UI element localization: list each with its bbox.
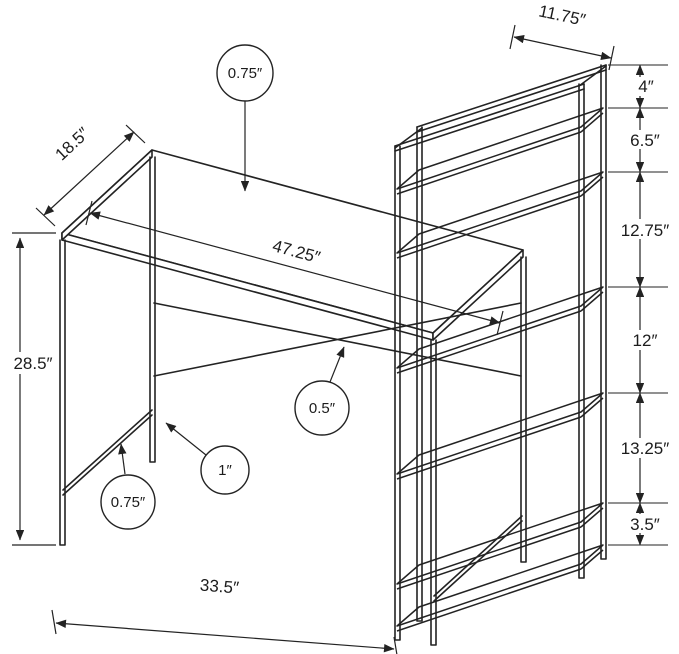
shelf-depth-label: 11.75″ bbox=[537, 1, 587, 29]
shelf-spacing-3-label: 12″ bbox=[633, 331, 658, 350]
callout-circle bbox=[294, 380, 350, 436]
callout-leg-width: 1″ bbox=[165, 422, 250, 495]
shelf-spacing-2-label: 12.75″ bbox=[621, 221, 670, 240]
shelf-board bbox=[396, 107, 604, 195]
callout-leg-thickness: 0.75″ bbox=[100, 443, 156, 530]
leg-thickness-label: 0.75″ bbox=[111, 494, 146, 511]
shelf-spacing-0-label: 4″ bbox=[638, 77, 653, 96]
shelf-spacing-4-label: 13.25″ bbox=[621, 439, 670, 458]
callout-circle bbox=[100, 474, 156, 530]
shelf-board bbox=[396, 286, 604, 374]
dim-shelf-depth: 11.75″ bbox=[509, 1, 615, 71]
top-thickness-label: 0.75″ bbox=[228, 65, 263, 82]
tower-top-frame bbox=[394, 64, 607, 152]
dim-base-width: 33.5″ bbox=[51, 576, 398, 654]
crossbar-thickness-label: 0.5″ bbox=[309, 400, 336, 417]
shelf-spacing-5-label: 3.5″ bbox=[630, 515, 660, 534]
desk-height-label: 28.5″ bbox=[13, 354, 52, 373]
callout-top-thickness: 0.75″ bbox=[216, 44, 274, 192]
leg-width-label: 1″ bbox=[218, 462, 232, 479]
dim-shelf-spacings: 4″ 6.5″ 12.75″ 12″ 13.25″ 3.5″ bbox=[608, 64, 675, 546]
callout-circle bbox=[216, 44, 274, 102]
shelf-spacing-1-label: 6.5″ bbox=[630, 131, 660, 150]
dim-desk-height: 28.5″ bbox=[8, 232, 58, 546]
desk-depth-label: 18.5″ bbox=[51, 124, 93, 165]
base-width-label: 33.5″ bbox=[199, 576, 239, 598]
callout-circle bbox=[200, 445, 250, 495]
callout-crossbar-thickness: 0.5″ bbox=[294, 346, 350, 436]
shelf-board bbox=[396, 502, 604, 590]
bookshelf-drawing bbox=[394, 64, 607, 641]
shelf-board bbox=[396, 392, 604, 480]
shelf-board bbox=[396, 544, 604, 632]
